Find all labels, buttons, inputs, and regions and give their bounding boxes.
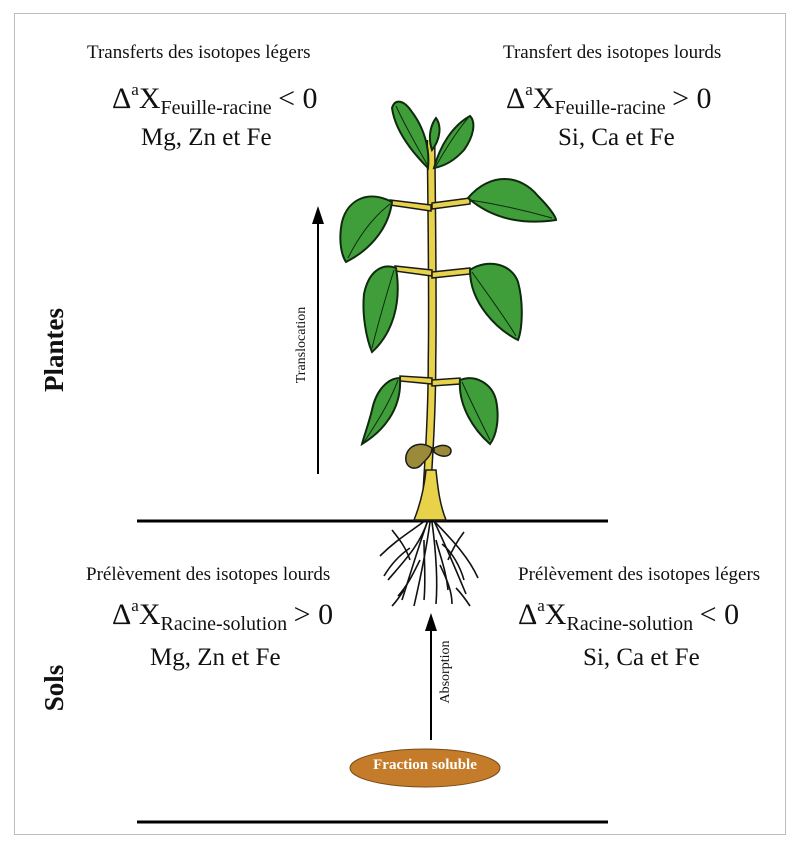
bottom-left-caption: Prélèvement des isotopes lourds (86, 564, 330, 586)
absorption-arrow (425, 613, 437, 740)
bottom-right-formula: ΔaXRacine-solution < 0 (518, 596, 739, 636)
top-right-formula: ΔaXFeuille-racine > 0 (506, 80, 712, 120)
bottom-right-caption: Prélèvement des isotopes légers (518, 564, 760, 586)
translocation-label: Translocation (293, 295, 311, 395)
top-right-elements: Si, Ca et Fe (558, 124, 675, 152)
top-left-elements: Mg, Zn et Fe (141, 124, 272, 152)
bottom-right-elements: Si, Ca et Fe (583, 644, 700, 672)
top-right-caption: Transfert des isotopes lourds (503, 42, 721, 64)
fraction-soluble-label: Fraction soluble (352, 757, 498, 774)
zone-label-plants: Plantes (36, 290, 72, 410)
stem-base (414, 470, 446, 520)
bottom-left-formula: ΔaXRacine-solution > 0 (112, 596, 333, 636)
bottom-left-elements: Mg, Zn et Fe (150, 644, 281, 672)
zone-label-soils: Sols (36, 648, 72, 728)
translocation-arrow (312, 206, 324, 474)
top-left-caption: Transferts des isotopes légers (87, 42, 311, 64)
top-left-formula: ΔaXFeuille-racine < 0 (112, 80, 318, 120)
roots (380, 520, 478, 606)
absorption-label: Absorption (437, 632, 455, 712)
